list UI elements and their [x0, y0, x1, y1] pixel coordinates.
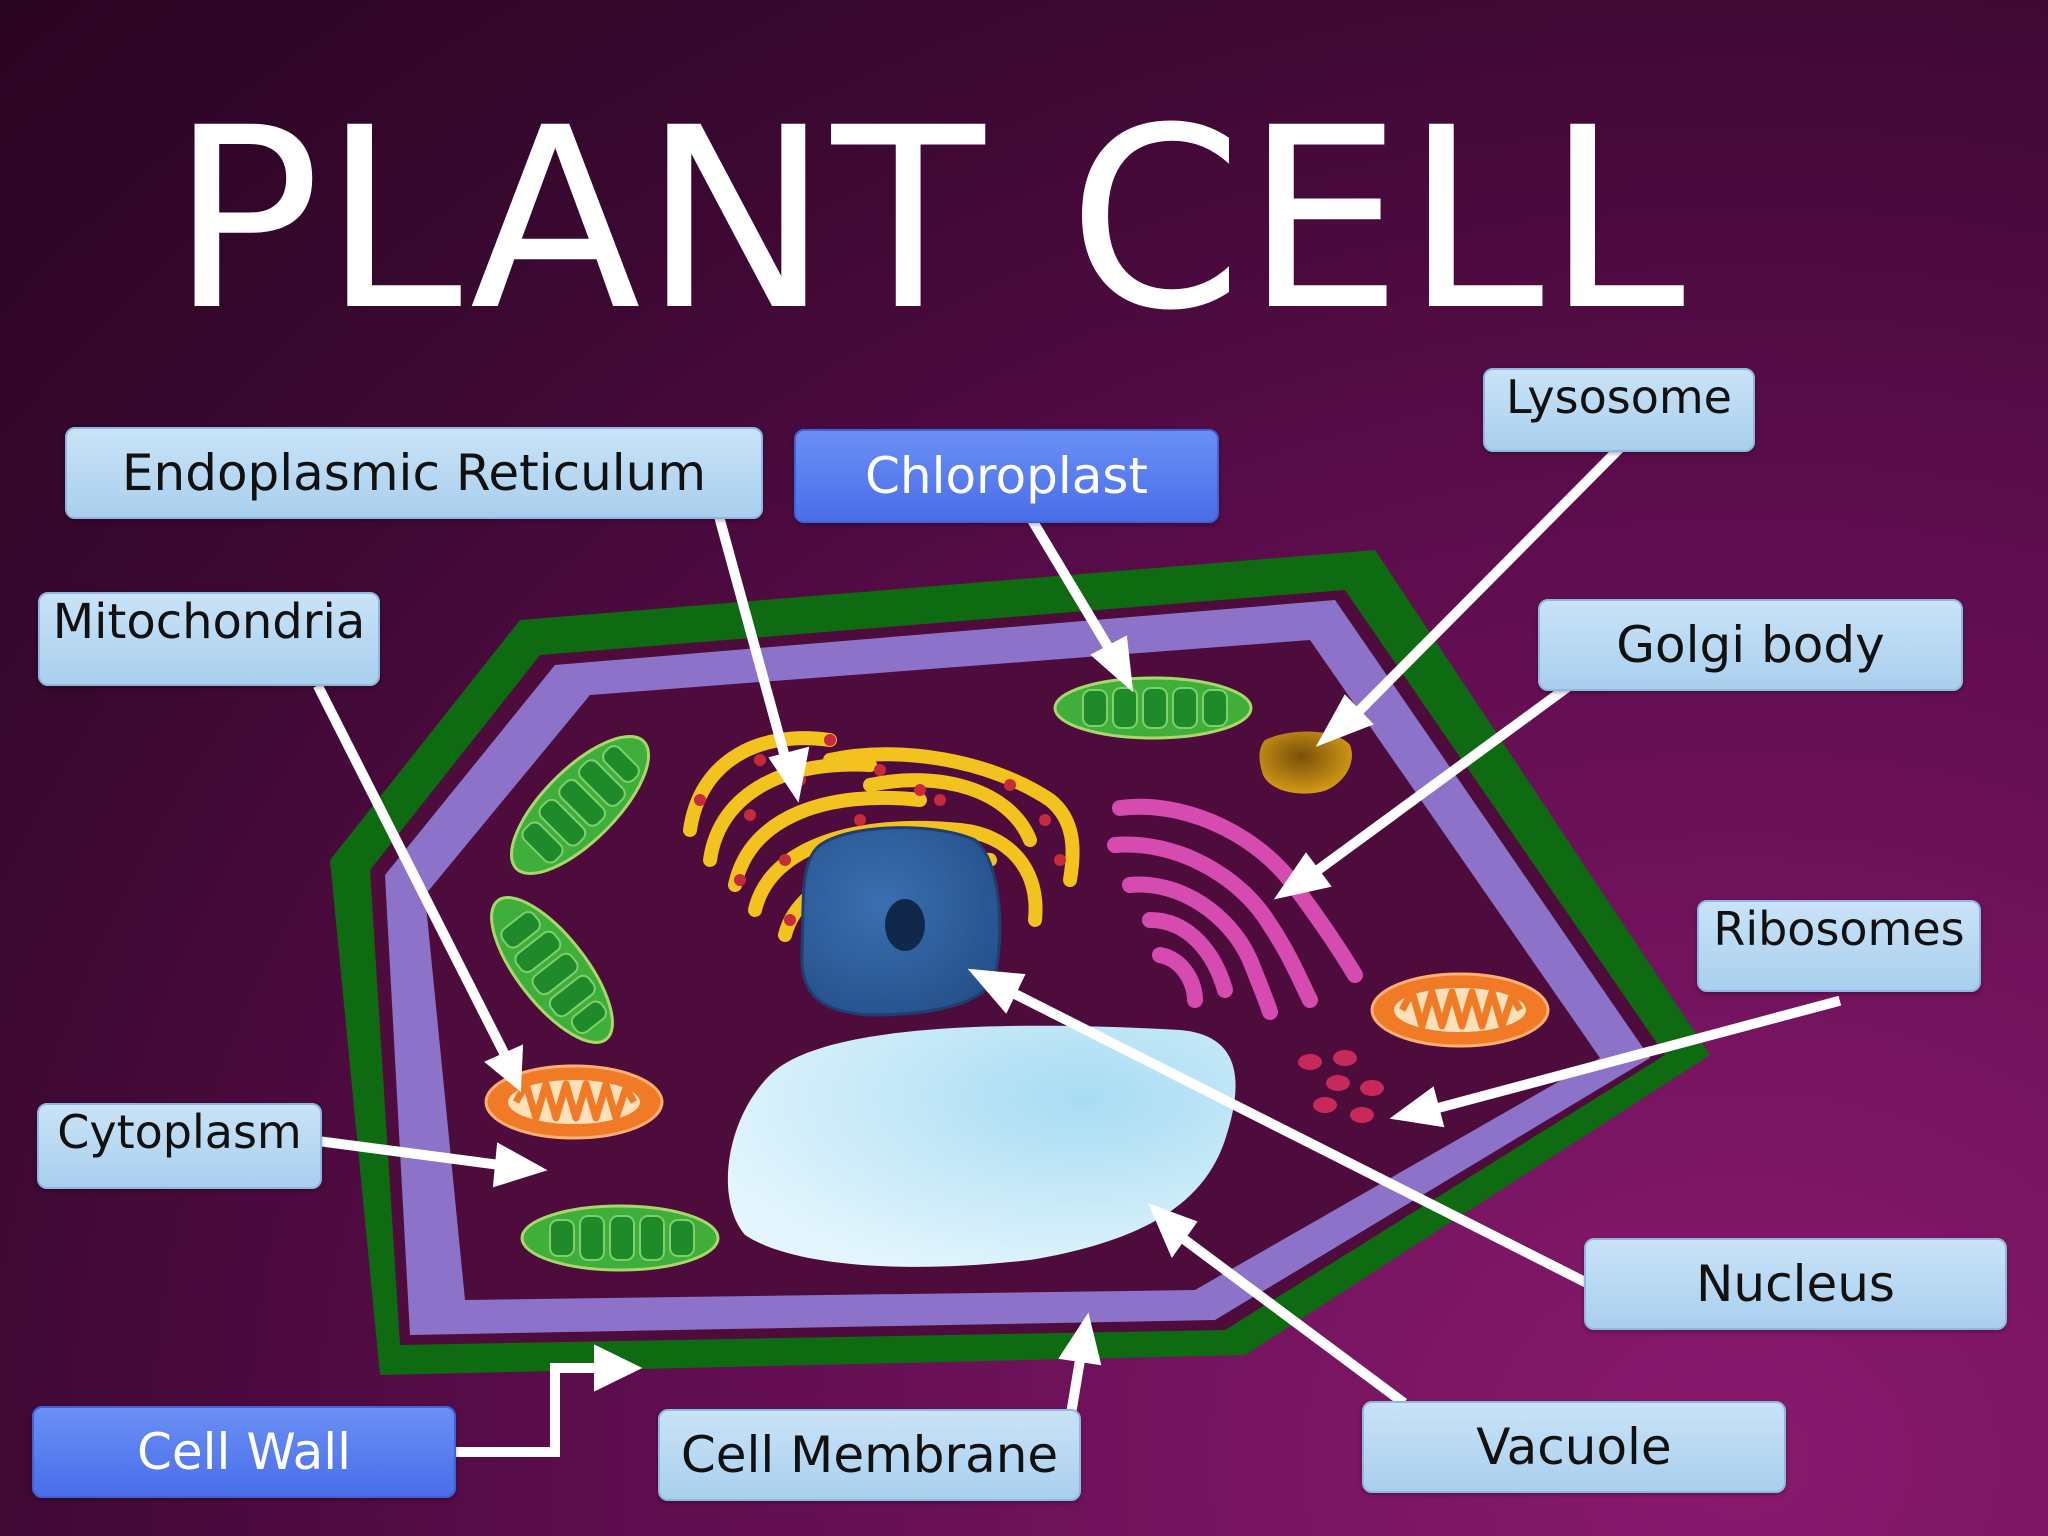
arrow-vacuole — [1148, 1203, 1407, 1407]
vacuole — [727, 1025, 1236, 1267]
label-endoplasmic-reticulum: Endoplasmic Reticulum — [65, 427, 763, 519]
ribosomes — [1298, 1050, 1384, 1123]
label-mitochondria: Mitochondria — [38, 592, 380, 686]
lysosome — [1259, 731, 1352, 794]
chloroplast-left-upper — [509, 734, 651, 876]
label-chloroplast: Chloroplast — [794, 429, 1219, 523]
arrow-er — [713, 513, 810, 803]
nucleolus — [885, 899, 925, 951]
chloroplast-top — [1053, 676, 1253, 740]
arrow-mitochondria — [313, 683, 524, 1093]
arrow-cell-wall — [455, 1344, 643, 1457]
label-cell-wall: Cell Wall — [32, 1406, 456, 1498]
mitochondria-right — [1370, 972, 1550, 1048]
arrow-golgi — [1273, 671, 1587, 900]
arrow-chloroplast — [1028, 518, 1134, 693]
label-nucleus: Nucleus — [1584, 1238, 2007, 1330]
arrow-nucleus — [967, 968, 1592, 1289]
arrow-lysosome — [1315, 440, 1628, 747]
label-cytoplasm: Cytoplasm — [37, 1103, 322, 1189]
label-ribosomes: Ribosomes — [1697, 900, 1981, 992]
label-vacuole: Vacuole — [1362, 1401, 1786, 1493]
label-cell-membrane: Cell Membrane — [658, 1409, 1081, 1501]
golgi-body — [1107, 798, 1363, 1020]
mitochondria-left — [484, 1064, 664, 1140]
arrow-cytoplasm — [304, 1134, 548, 1188]
arrow-ribosomes — [1389, 995, 1842, 1128]
chloroplast-bottom — [520, 1204, 720, 1272]
chloroplast-left-lower — [490, 896, 614, 1044]
cytoplasm — [425, 640, 1600, 1300]
label-lysosome: Lysosome — [1483, 368, 1755, 452]
label-golgi-body: Golgi body — [1538, 599, 1963, 691]
diagram-title: PLANT CELL — [170, 74, 1688, 365]
